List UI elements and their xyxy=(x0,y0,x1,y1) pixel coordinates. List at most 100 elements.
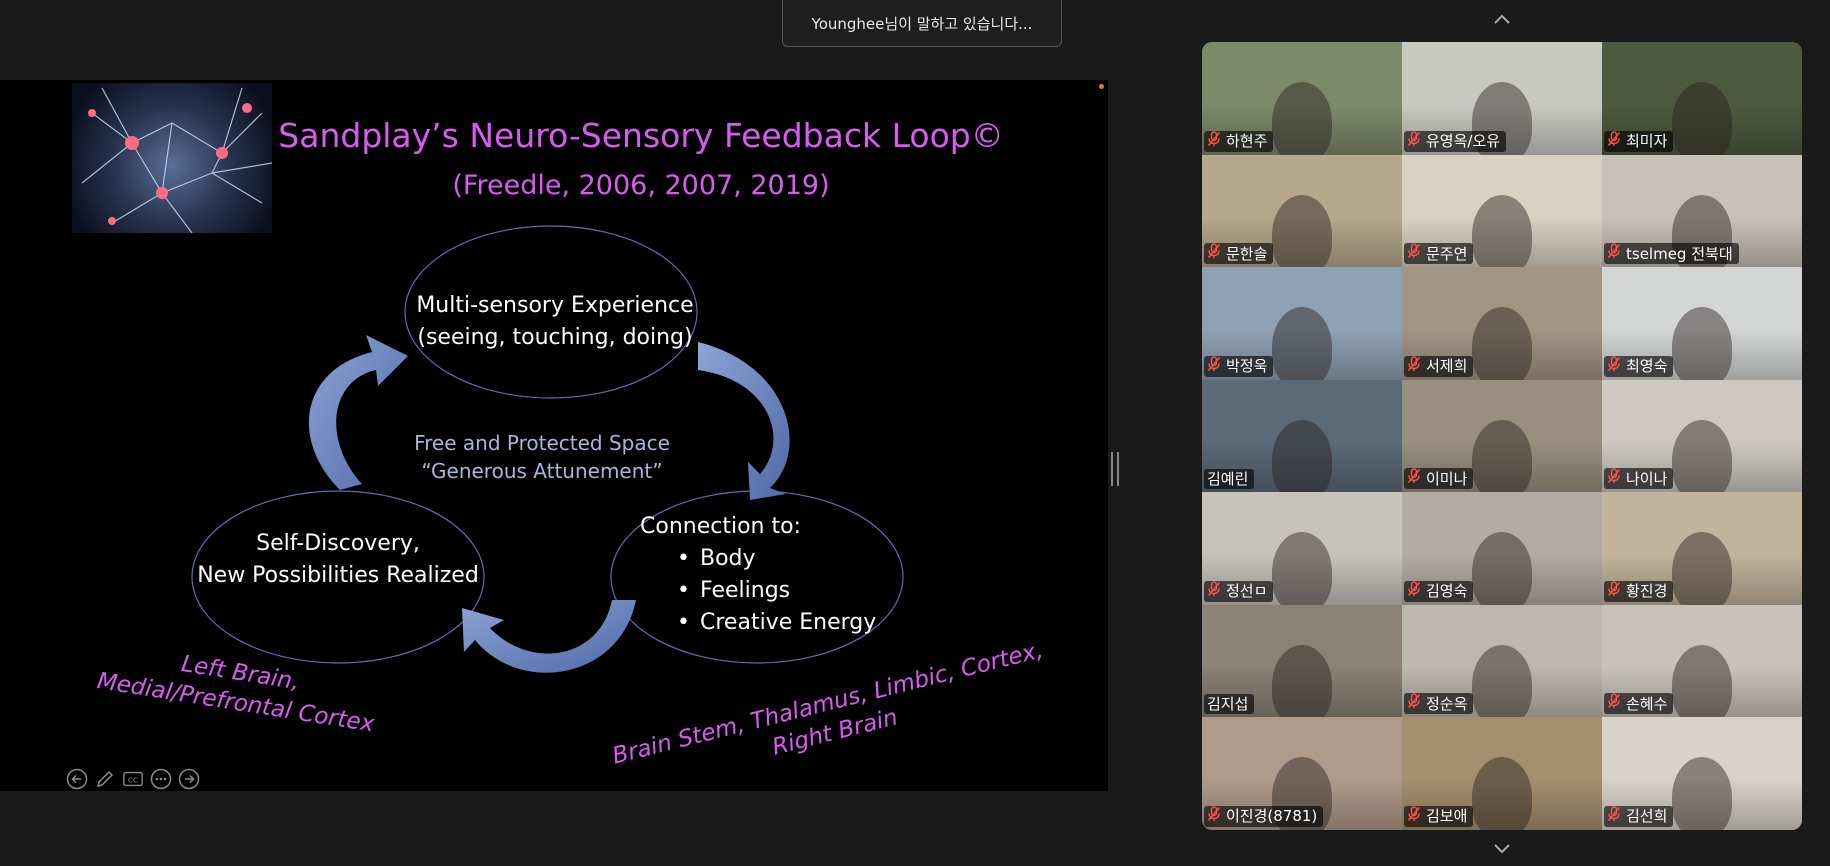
participant-name: 손혜수 xyxy=(1626,694,1668,713)
muted-mic-icon xyxy=(1607,130,1621,152)
more-icon[interactable] xyxy=(150,768,172,790)
bullet-creative-energy: Creative Energy xyxy=(640,607,876,639)
participant-tile[interactable]: 문주연 xyxy=(1402,154,1602,267)
participant-name: 김선희 xyxy=(1626,807,1668,825)
participant-name-label: 유영옥/오유 xyxy=(1404,130,1507,152)
speaking-text: Younghee님이 말하고 있습니다... xyxy=(811,14,1033,33)
neuron-illustration xyxy=(81,87,272,233)
participant-name-label: 박정욱 xyxy=(1204,355,1274,377)
participant-tile[interactable]: 서제희 xyxy=(1402,267,1602,380)
participant-tile[interactable]: 문한솔 xyxy=(1202,154,1402,267)
participant-name: tselmeg 전북대 xyxy=(1626,244,1733,263)
muted-mic-icon xyxy=(1207,580,1221,602)
speaking-indicator: Younghee님이 말하고 있습니다... xyxy=(782,0,1062,47)
participant-name-label: 정순옥 xyxy=(1404,693,1474,714)
muted-mic-icon xyxy=(1207,130,1221,152)
participant-name-label: 최영숙 xyxy=(1604,355,1674,377)
pen-icon[interactable] xyxy=(94,768,116,790)
muted-mic-icon xyxy=(1607,580,1621,602)
participant-name-label: tselmeg 전북대 xyxy=(1604,243,1739,264)
participant-name: 김보애 xyxy=(1426,807,1468,825)
participant-video-silhouette xyxy=(1672,419,1732,492)
participant-tile[interactable]: tselmeg 전북대 xyxy=(1602,154,1802,267)
participant-tile[interactable]: 김영숙 xyxy=(1402,492,1602,605)
left-node-ellipse xyxy=(191,490,485,664)
participant-tile[interactable]: 유영옥/오유 xyxy=(1402,42,1602,155)
participant-tile[interactable]: 이미나 xyxy=(1402,379,1602,492)
participant-video-silhouette xyxy=(1272,532,1332,605)
left-node-line1: Self-Discovery, xyxy=(256,531,420,556)
participant-name: 박정욱 xyxy=(1226,357,1268,375)
participant-video-silhouette xyxy=(1472,194,1532,267)
muted-mic-icon xyxy=(1407,805,1421,827)
participant-tile[interactable]: 최영숙 xyxy=(1602,267,1802,380)
top-node-ellipse xyxy=(404,225,698,399)
participant-name-label: 하현주 xyxy=(1204,130,1274,152)
muted-mic-icon xyxy=(1407,580,1421,602)
participant-tile[interactable]: 이진경(8781) xyxy=(1202,717,1402,830)
center-line2: “Generous Attunement” xyxy=(421,459,663,483)
participant-name-label: 김보애 xyxy=(1404,805,1474,827)
participant-video-silhouette xyxy=(1472,644,1532,717)
participant-tile[interactable]: 김예린 xyxy=(1202,379,1402,492)
left-node-line2: New Possibilities Realized xyxy=(197,563,479,588)
participant-video-silhouette xyxy=(1272,82,1332,155)
participant-tile[interactable]: 박정욱 xyxy=(1202,267,1402,380)
bullet-feelings: Feelings xyxy=(640,575,876,607)
right-node-text: Connection to: Body Feelings Creative En… xyxy=(640,511,876,639)
participant-name: 김영숙 xyxy=(1426,582,1468,600)
previous-slide-icon[interactable] xyxy=(66,768,88,790)
participant-name: 정선ㅁ xyxy=(1226,582,1268,600)
participant-name-label: 문주연 xyxy=(1404,243,1474,264)
scroll-down-chevron-icon[interactable] xyxy=(1490,840,1514,858)
top-node-text: Multi-sensory Experience (seeing, touchi… xyxy=(405,290,705,354)
participant-tile[interactable]: 김지섭 xyxy=(1202,604,1402,717)
muted-mic-icon xyxy=(1407,355,1421,377)
panel-splitter-handle[interactable] xyxy=(1111,452,1119,486)
participant-name: 이진경(8781) xyxy=(1226,807,1318,825)
participant-name-label: 이미나 xyxy=(1404,468,1474,489)
bullet-body: Body xyxy=(640,543,876,575)
participant-video-silhouette xyxy=(1272,419,1332,492)
participant-tile[interactable]: 손혜수 xyxy=(1602,604,1802,717)
participant-name-label: 김선희 xyxy=(1604,805,1674,827)
participant-name: 최미자 xyxy=(1626,132,1668,150)
muted-mic-icon xyxy=(1207,805,1221,827)
center-line1: Free and Protected Space xyxy=(414,431,670,455)
participant-video-silhouette xyxy=(1472,532,1532,605)
slide-title: Sandplay’s Neuro-Sensory Feedback Loop© xyxy=(278,116,1004,155)
participant-tile[interactable]: 최미자 xyxy=(1602,42,1802,155)
participant-name: 이미나 xyxy=(1426,469,1468,488)
muted-mic-icon xyxy=(1607,355,1621,377)
participant-video-silhouette xyxy=(1672,644,1732,717)
neuron-image xyxy=(72,83,272,233)
muted-mic-icon xyxy=(1607,693,1621,714)
participant-video-silhouette xyxy=(1672,82,1732,155)
participant-name-label: 나이나 xyxy=(1604,468,1674,489)
participant-video-silhouette xyxy=(1472,757,1532,830)
participant-tile[interactable]: 정선ㅁ xyxy=(1202,492,1402,605)
participant-name-label: 이진경(8781) xyxy=(1204,805,1324,827)
participant-tile[interactable]: 하현주 xyxy=(1202,42,1402,155)
muted-mic-icon xyxy=(1607,468,1621,489)
participant-video-silhouette xyxy=(1272,307,1332,380)
participant-tile[interactable]: 나이나 xyxy=(1602,379,1802,492)
participant-video-silhouette xyxy=(1672,307,1732,380)
participant-name: 정순옥 xyxy=(1426,694,1468,713)
participant-name-label: 손혜수 xyxy=(1604,693,1674,714)
left-node-text: Self-Discovery, New Possibilities Realiz… xyxy=(188,528,488,592)
center-text: Free and Protected Space “Generous Attun… xyxy=(392,429,692,485)
muted-mic-icon xyxy=(1407,243,1421,264)
muted-mic-icon xyxy=(1407,693,1421,714)
participant-tile[interactable]: 김선희 xyxy=(1602,717,1802,830)
muted-mic-icon xyxy=(1607,243,1621,264)
next-slide-icon[interactable] xyxy=(178,768,200,790)
muted-mic-icon xyxy=(1407,468,1421,489)
participant-name-label: 김지섭 xyxy=(1204,694,1255,714)
participant-tile[interactable]: 황진경 xyxy=(1602,492,1802,605)
participant-tile[interactable]: 정순옥 xyxy=(1402,604,1602,717)
captions-icon[interactable]: CC xyxy=(122,768,144,790)
scroll-up-chevron-icon[interactable] xyxy=(1490,10,1514,28)
participant-tile[interactable]: 김보애 xyxy=(1402,717,1602,830)
